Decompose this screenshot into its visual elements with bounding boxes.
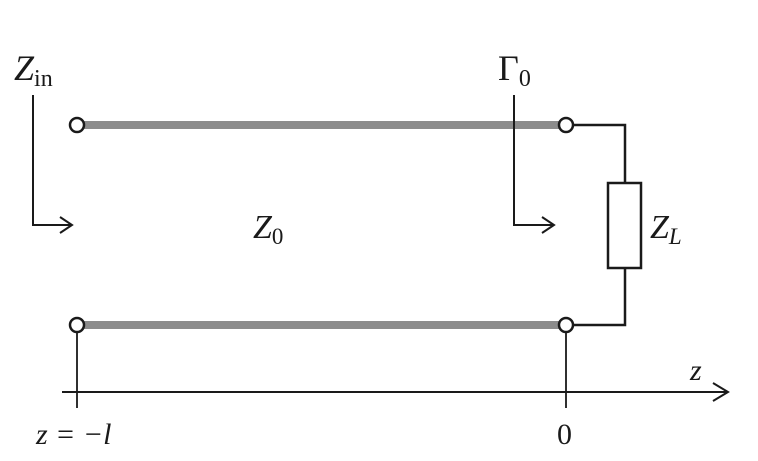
z0-label: Z0 (253, 209, 283, 249)
z-axis-arrowhead (712, 382, 730, 402)
z-axis-label: z (689, 354, 702, 387)
input-impedance-arrow (32, 95, 72, 226)
z-left-label: z = −l (35, 418, 112, 451)
terminal-top-right (557, 116, 575, 134)
terminal-top-left (68, 116, 86, 134)
load-impedance-box (606, 181, 643, 270)
reflection-arrowhead (541, 216, 556, 234)
zl-label: ZL (650, 209, 682, 249)
reflection-arrow (513, 95, 554, 226)
gamma0-label: Γ0 (498, 48, 531, 92)
terminal-bottom-right (557, 316, 575, 334)
input-arrowhead (59, 216, 74, 234)
load-wire-bottom (573, 268, 627, 327)
z-zero-label: 0 (557, 418, 572, 451)
z-in-label: Zin (14, 48, 53, 92)
load-wire-top (573, 123, 627, 183)
terminal-bottom-left (68, 316, 86, 334)
